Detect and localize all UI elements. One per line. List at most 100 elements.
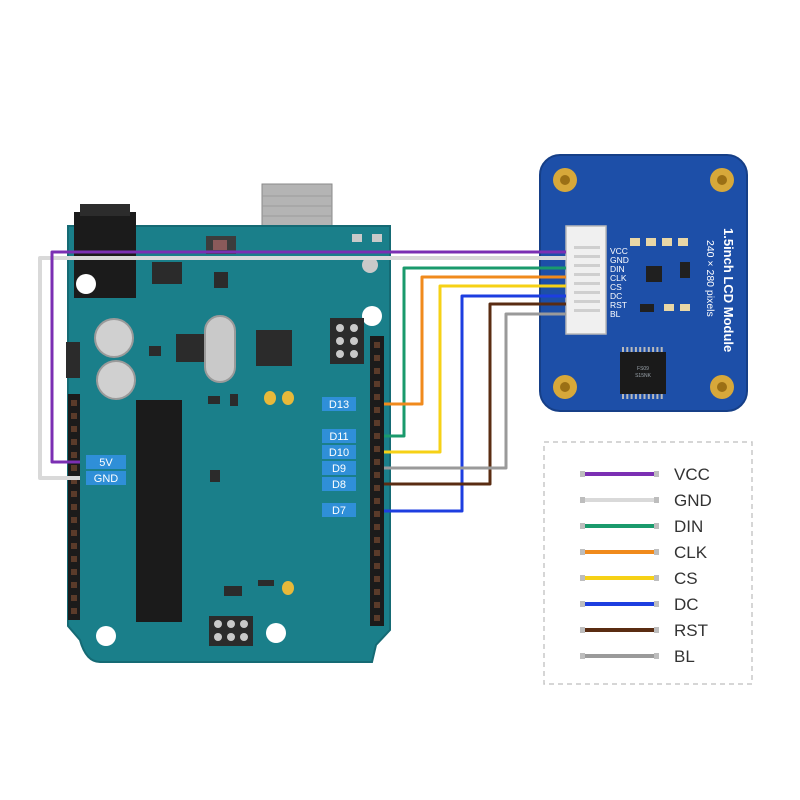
- header-pin: [374, 394, 380, 400]
- wire-bl: [384, 312, 566, 470]
- pin-label-d7: [322, 503, 356, 517]
- wire-end-left: [580, 653, 585, 659]
- mounting-hole: [362, 306, 382, 326]
- header-pin: [374, 485, 380, 491]
- pin-label-d7-text: D7: [332, 505, 346, 517]
- wire-end-left: [580, 549, 585, 555]
- lcd-pin-vcc: VCC: [610, 246, 628, 256]
- header-pin: [71, 556, 77, 562]
- capacitor: [94, 318, 134, 358]
- chip-leg: [660, 347, 663, 352]
- pin-label-d13-text: D13: [329, 399, 349, 411]
- header-pin: [374, 342, 380, 348]
- header-pin: [374, 368, 380, 374]
- header-pin: [71, 478, 77, 484]
- wire-din: [384, 266, 566, 438]
- pin-label-d8-text: D8: [332, 479, 346, 491]
- header-pin: [71, 439, 77, 445]
- header-pin: [71, 465, 77, 471]
- legend-item-rst: RST: [580, 621, 708, 640]
- connector-pin: [574, 309, 600, 312]
- wire-end-right: [654, 601, 659, 607]
- wire-clk: [384, 275, 566, 406]
- chip-leg: [634, 394, 637, 399]
- legend-item-din: DIN: [580, 517, 703, 536]
- lcd-subtitle: 240 × 280 pixels: [704, 240, 716, 317]
- wire-cs: [384, 284, 566, 454]
- svg-text:FS09: FS09: [637, 366, 649, 372]
- legend-item-vcc: VCC: [580, 465, 710, 484]
- legend-label: CS: [674, 569, 698, 588]
- legend: VCC GND DIN CLK CS DC RST BL: [543, 441, 753, 685]
- lcd-connector: [565, 225, 607, 335]
- chip-leg: [626, 394, 629, 399]
- pin-label-d11-text: D11: [329, 431, 348, 443]
- connector-pin: [574, 300, 600, 303]
- header-pin: [71, 491, 77, 497]
- connector-pin: [574, 264, 600, 267]
- header-pin: [71, 504, 77, 510]
- arduino-uno-board: [66, 183, 391, 663]
- wire-end-left: [580, 601, 585, 607]
- header-pin: [374, 407, 380, 413]
- wire-end-left: [580, 627, 585, 633]
- wire-end-right: [654, 653, 659, 659]
- lcd-pin-cs: CS: [610, 282, 622, 292]
- chip-leg: [652, 347, 655, 352]
- header-pin: [71, 426, 77, 432]
- legend-item-clk: CLK: [580, 543, 708, 562]
- right-header: [370, 336, 384, 626]
- chip-leg: [639, 347, 642, 352]
- icsp-header: [330, 318, 364, 364]
- wire-end-left: [580, 471, 585, 477]
- header-pin: [374, 355, 380, 361]
- pin-label-5v: [86, 455, 126, 469]
- lcd-pin-bl: BL: [610, 309, 621, 319]
- mounting-hole: [76, 274, 96, 294]
- header-pin: [374, 615, 380, 621]
- header-pin: [374, 537, 380, 543]
- header-pin: [374, 446, 380, 452]
- header-pin: [71, 543, 77, 549]
- capacitor: [96, 360, 136, 400]
- header-pin: [71, 517, 77, 523]
- atmega-chip: [136, 400, 182, 622]
- header-pin: [71, 530, 77, 536]
- pin-label-d9-text: D9: [332, 463, 346, 475]
- lcd-pin-rst: RST: [610, 300, 627, 310]
- header-pin: [71, 595, 77, 601]
- header-pin: [374, 524, 380, 530]
- wire-end-right: [654, 549, 659, 555]
- legend-label: DC: [674, 595, 699, 614]
- wire-end-right: [654, 523, 659, 529]
- lcd-pcb: [539, 154, 748, 412]
- chip-leg: [656, 347, 659, 352]
- header-pin: [374, 550, 380, 556]
- connector-pin: [574, 291, 600, 294]
- wire-dc: [384, 294, 566, 513]
- wire-end-left: [580, 497, 585, 503]
- legend-label: GND: [674, 491, 712, 510]
- wire-end-left: [580, 523, 585, 529]
- header-pin: [71, 569, 77, 575]
- mounting-hole: [266, 623, 286, 643]
- wire-end-right: [654, 627, 659, 633]
- header-pin: [374, 602, 380, 608]
- legend-label: VCC: [674, 465, 710, 484]
- pin-label-5v-text: 5V: [99, 457, 113, 469]
- chip-leg: [647, 347, 650, 352]
- header-pin: [374, 472, 380, 478]
- legend-item-bl: BL: [580, 647, 695, 666]
- header-pin: [374, 433, 380, 439]
- pin-label-gnd-text: GND: [94, 473, 119, 485]
- wire-gnd: [38, 256, 566, 480]
- legend-label: RST: [674, 621, 708, 640]
- chip-leg: [643, 347, 646, 352]
- lcd-pin-dc: DC: [610, 291, 622, 301]
- header-pin: [71, 582, 77, 588]
- lcd-pin-gnd: GND: [610, 255, 629, 265]
- legend-item-dc: DC: [580, 595, 699, 614]
- pin-label-d10: [322, 445, 356, 459]
